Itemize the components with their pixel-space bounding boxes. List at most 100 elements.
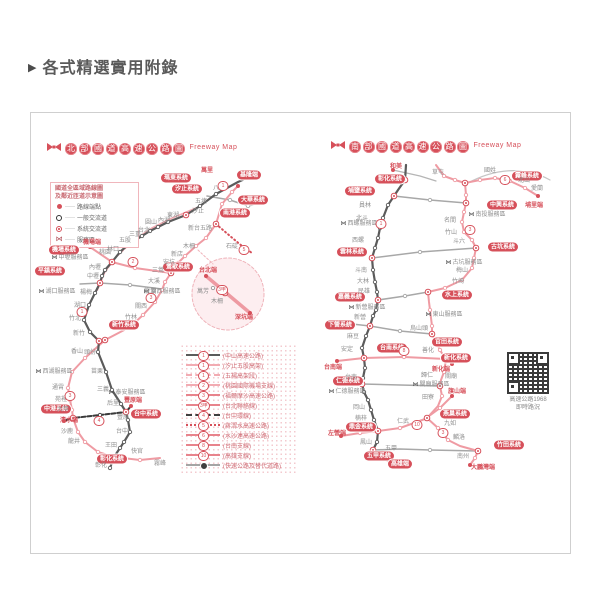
map-key-box: 國道全區域路線圖 及鄰近匝道示意圖 ——路線端點——一般交流道——系統交流道⋈—… <box>50 182 139 248</box>
route-line-sample <box>186 461 220 470</box>
route-legend-row: 10 (高雄支線) <box>186 450 281 461</box>
title-badge: 道 <box>105 142 118 155</box>
title-badge: 道 <box>389 140 402 153</box>
route-legend-label: (蔣渭水高速公路) <box>223 423 269 430</box>
route-shield: 1 <box>198 350 209 361</box>
key-item: ——系統交流道 <box>55 223 135 234</box>
route-legend-row: 4 (台中環線) <box>186 410 281 421</box>
south-map-title: 南部國道高速公路圖 Freeway Map <box>330 136 521 154</box>
title-badge: 路 <box>443 140 456 153</box>
route-shield: 1 <box>198 360 209 371</box>
route-legend-label: (汐止五股高架) <box>223 363 263 370</box>
qr-finder-icon <box>536 352 549 365</box>
route-legend-label: (台南支線) <box>223 443 251 450</box>
route-line-sample: 3 <box>186 390 220 401</box>
road-ribbon-icon <box>330 140 346 150</box>
route-legend-row: 2(桃園國際機場支線) <box>186 380 281 391</box>
route-line-sample: 1 <box>186 370 220 381</box>
title-badge: 路 <box>159 142 172 155</box>
key-item: ——一般交流道 <box>55 212 135 223</box>
arrow-bullet-icon: ▶ <box>28 62 38 74</box>
route-shield: 1 <box>198 370 209 381</box>
title-badge: 南 <box>349 140 361 153</box>
route-shield: 5 <box>198 420 209 431</box>
key-item-label: 系統交流道 <box>77 227 108 233</box>
service-icon: ⋈ <box>55 236 63 243</box>
north-map-title: 北部國道高速公路圖 Freeway Map <box>46 138 237 156</box>
qr-caption-line2: 即時路況 <box>515 405 540 412</box>
qr-caption-line1: 高速公路1968 <box>509 397 547 403</box>
qr-finder-icon <box>507 381 520 394</box>
key-dash: —— <box>65 225 75 232</box>
endpoint-icon <box>55 204 63 209</box>
route-shield: 3甲 <box>198 400 210 411</box>
heading-text: 各式精選實用附錄 <box>42 60 179 77</box>
route-line-sample: 1 <box>186 360 220 371</box>
route-legend-row: 1(中山高速公路) <box>186 350 281 361</box>
south-title-badges: 南部國道高速公路圖 <box>349 136 471 154</box>
freeway-map-label: Freeway Map <box>189 143 238 151</box>
route-shield: 3 <box>198 390 209 401</box>
road-ribbon-icon <box>46 142 62 152</box>
key-item: ——路線端點 <box>55 201 135 212</box>
title-badge: 國 <box>92 142 104 155</box>
route-legend-row: 1 (汐止五股高架) <box>186 360 281 371</box>
key-dash: —— <box>65 203 75 210</box>
key-item: ⋈——服務區 <box>55 234 135 245</box>
title-badge: 高 <box>119 142 131 155</box>
route-legend-label: (福爾摩沙高速公路) <box>223 393 275 400</box>
qr-block: 高速公路1968 即時路況 <box>496 350 560 412</box>
south-map-roads <box>335 163 551 467</box>
route-legend-label: (台中環線) <box>223 413 251 420</box>
title-badge: 部 <box>362 140 375 153</box>
route-legend-label: (台北聯絡線) <box>223 403 257 410</box>
route-shield: 6 <box>198 430 209 441</box>
route-shield: 4 <box>198 410 209 421</box>
key-item-label: 路線端點 <box>77 205 102 211</box>
route-legend-label: (五楊高架段) <box>223 373 257 380</box>
route-line-sample: 3甲 <box>186 400 220 411</box>
interchange-icon <box>55 214 63 221</box>
key-dash: —— <box>65 236 75 243</box>
expressway-node-icon <box>200 461 208 470</box>
key-item-label: 一般交流道 <box>77 216 108 222</box>
north-title-badges: 北部國道高速公路圖 <box>65 138 187 156</box>
route-legend-row: 6 (水沙連高速公路) <box>186 430 281 441</box>
route-line-sample: 5 <box>186 420 220 431</box>
route-legend-row: 1 (五楊高架段) <box>186 370 281 381</box>
route-shield: 10 <box>198 450 209 461</box>
route-shield: 8 <box>198 440 209 451</box>
route-legend-row: 3 (福爾摩沙高速公路) <box>186 390 281 401</box>
key-items: ——路線端點——一般交流道——系統交流道⋈——服務區 <box>55 201 135 245</box>
system-icon <box>55 225 63 232</box>
route-legend-label: (水沙連高速公路) <box>223 433 269 440</box>
route-legend-label: (桃園國際機場支線) <box>223 383 275 390</box>
route-legend-row: 3甲 (台北聯絡線) <box>186 400 281 411</box>
route-line-sample: 2 <box>186 380 220 391</box>
route-legend: 1(中山高速公路)1(汐止五股高架)1(五楊高架段)2(桃園國際機場支線)3(福… <box>186 350 281 470</box>
route-legend-row: 5 (蔣渭水高速公路) <box>186 420 281 431</box>
route-line-sample: 6 <box>186 430 220 441</box>
key-header-line2: 及鄰近匝道示意圖 <box>55 193 104 200</box>
title-badge: 公 <box>146 142 158 155</box>
title-badge: 速 <box>416 140 429 153</box>
key-header-line1: 國道全區域路線圖 <box>55 186 104 192</box>
title-badge: 國 <box>376 140 388 153</box>
title-badge: 速 <box>132 142 145 155</box>
north-map-roads <box>62 176 265 471</box>
title-badge: 高 <box>403 140 415 153</box>
route-legend-label: (高雄支線) <box>223 453 251 460</box>
title-badge: 部 <box>78 142 91 155</box>
title-badge: 圖 <box>173 142 185 155</box>
route-line-sample: 4 <box>186 410 220 421</box>
key-dash: —— <box>65 214 75 221</box>
route-line-sample: 1 <box>186 350 220 361</box>
route-legend-label: (快速公路及替代道路) <box>223 463 281 470</box>
section-heading: ▶ 各式精選實用附錄 <box>28 54 178 78</box>
route-line-sample: 10 <box>186 450 220 461</box>
freeway-map-label: Freeway Map <box>473 141 522 149</box>
title-badge: 北 <box>65 142 77 155</box>
key-item-label: 服務區 <box>77 238 96 244</box>
qr-finder-icon <box>507 352 520 365</box>
